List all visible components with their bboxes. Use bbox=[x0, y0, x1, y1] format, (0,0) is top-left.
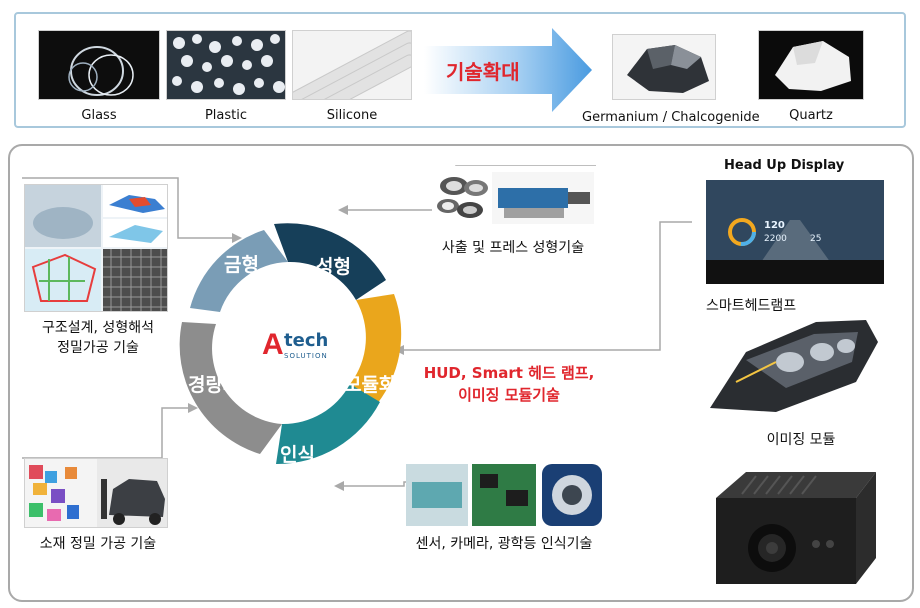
injection-press-image bbox=[432, 166, 598, 230]
hud-module-caption-line1: HUD, Smart 헤드 램프, bbox=[414, 362, 604, 383]
imaging-module-label: 이미징 모듈 bbox=[746, 430, 856, 450]
cycle-label-module: 모듈화 bbox=[344, 370, 396, 397]
structure-design-image bbox=[24, 184, 168, 312]
cycle-label-mold: 금형 bbox=[224, 250, 259, 277]
hud-readout-temp: 25 bbox=[810, 234, 821, 244]
sensor-camera-image bbox=[406, 460, 602, 530]
logo-sub: SOLUTION bbox=[284, 352, 328, 360]
hud-readout-rpm: 2200 bbox=[764, 234, 787, 244]
hud-module-caption-line2: 이미징 모듈기술 bbox=[414, 384, 604, 405]
cycle-label-forming: 성형 bbox=[316, 252, 351, 279]
material-caption: 소재 정밀 가공 기술 bbox=[18, 534, 178, 554]
hud-display-image: 120 2200 25 bbox=[706, 180, 884, 284]
injection-caption: 사출 및 프레스 성형기술 bbox=[418, 238, 608, 258]
imaging-module-image bbox=[706, 458, 884, 590]
cycle-label-recognition: 인식 bbox=[280, 440, 315, 467]
sensor-caption: 센서, 카메라, 광학등 인식기술 bbox=[398, 534, 610, 554]
design-caption-line1: 구조설계, 성형해석 bbox=[18, 318, 178, 338]
cycle-label-lightweight: 경량화 bbox=[188, 370, 240, 397]
headlamp-image bbox=[706, 312, 882, 418]
atech-logo: A tech SOLUTION bbox=[262, 328, 342, 368]
logo-letter: A bbox=[262, 328, 284, 362]
material-processing-image bbox=[24, 458, 168, 528]
hud-title: Head Up Display bbox=[724, 158, 844, 173]
design-caption-line2: 정밀가공 기술 bbox=[18, 338, 178, 358]
logo-text: tech bbox=[284, 330, 328, 351]
hud-readout-speed: 120 bbox=[764, 220, 785, 231]
